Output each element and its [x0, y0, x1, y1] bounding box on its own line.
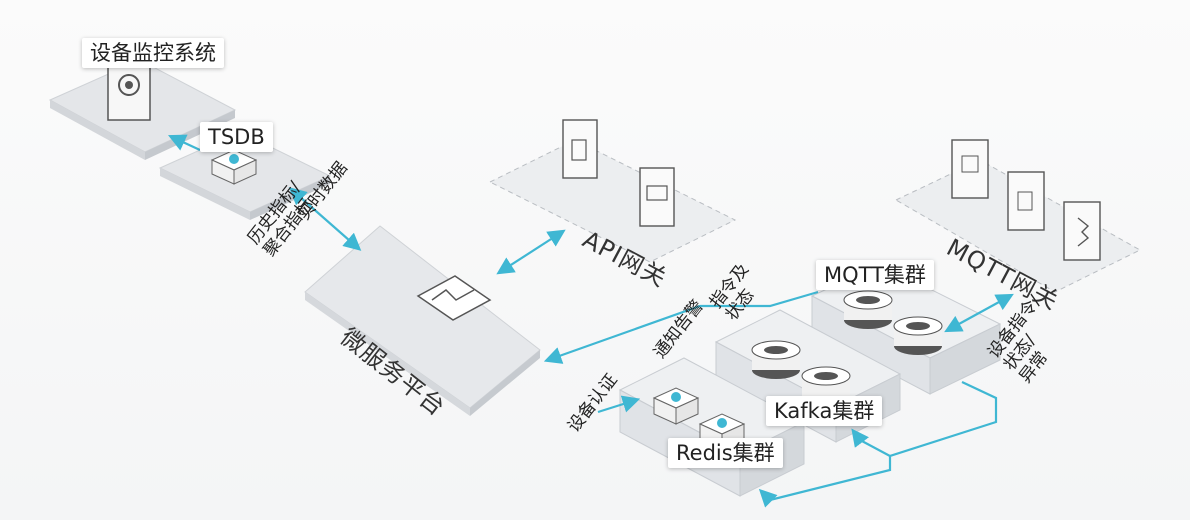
api-server-icon-1	[562, 119, 598, 179]
device-mqtt-arrow	[944, 293, 1014, 333]
kafka-label: Kafka集群	[766, 396, 883, 426]
micro-platform	[304, 225, 541, 416]
auth-arrow	[597, 395, 641, 414]
tsdb-micro-arrow	[288, 187, 362, 251]
redis-icon-2	[717, 418, 727, 428]
tsdb-icon	[229, 154, 239, 164]
mqtt-db-icon-2	[893, 316, 943, 355]
api-server-icon-2	[639, 167, 675, 227]
mqtt-bluetooth-icon	[1063, 201, 1101, 261]
redis-icon-1	[671, 392, 681, 402]
mqtt-cluster-label: MQTT集群	[816, 260, 934, 290]
mqtt-gateway-area	[894, 139, 1142, 293]
tsdb-label: TSDB	[200, 122, 273, 152]
monitor-label: 设备监控系统	[82, 38, 224, 68]
to-kafka-line	[851, 428, 891, 457]
monitor-platform	[48, 59, 237, 160]
micro-mqtt-line	[543, 290, 819, 364]
micro-api-arrow	[496, 229, 566, 275]
kafka-db-icon-1	[751, 340, 801, 379]
mqtt-card-icon	[1007, 171, 1045, 231]
mqtt-chip-icon	[951, 139, 989, 199]
mqtt-cluster-box	[810, 263, 1002, 395]
mqtt-db-icon-1	[843, 290, 893, 329]
tsdb-to-monitor-arrow	[168, 134, 201, 151]
api-gateway-area	[488, 119, 737, 263]
redis-label: Redis集群	[668, 438, 783, 468]
monitor-server-icon	[107, 61, 151, 121]
flow-arrows	[168, 134, 1014, 508]
